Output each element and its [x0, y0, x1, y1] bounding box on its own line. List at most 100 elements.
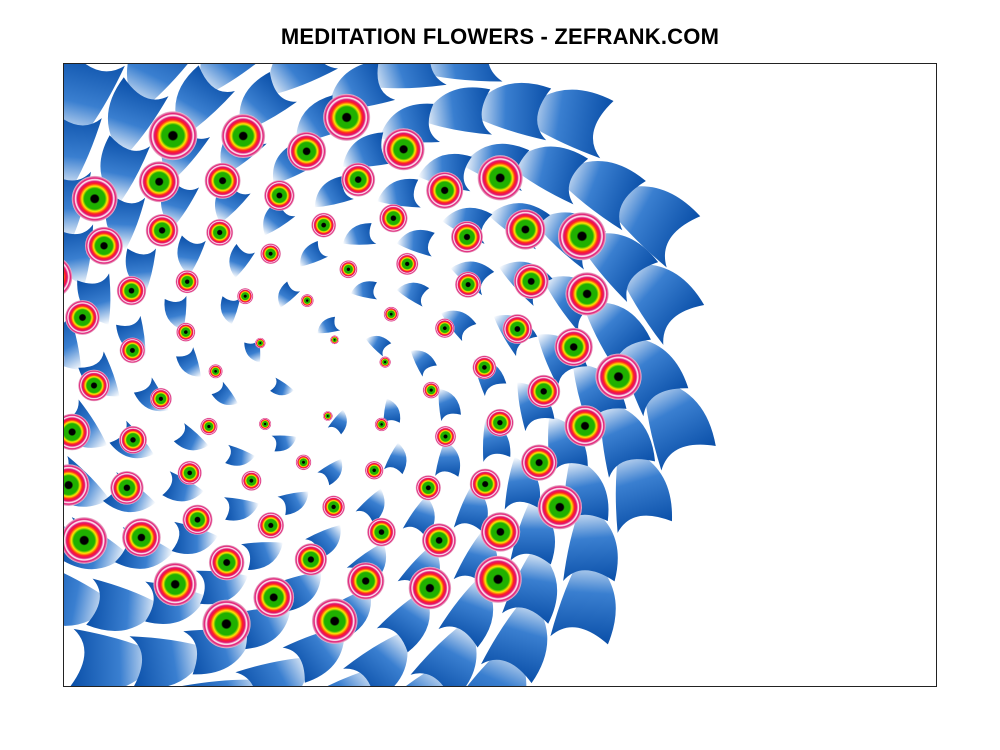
petal [268, 64, 339, 96]
bud-icon [182, 504, 213, 535]
petal [314, 176, 354, 208]
bud-icon [208, 544, 245, 581]
petal [377, 178, 421, 208]
bud-icon [153, 562, 197, 607]
petal [600, 186, 701, 268]
petal [643, 378, 716, 471]
art-canvas[interactable] [63, 63, 937, 687]
bud-icon [322, 495, 345, 519]
bud-icon [421, 523, 457, 558]
petal [582, 302, 651, 370]
petal [317, 316, 341, 334]
bud-icon [208, 364, 223, 379]
bud-icon [206, 219, 234, 246]
petal [410, 350, 437, 377]
bud-icon [148, 111, 198, 161]
petal [127, 64, 200, 113]
petal [277, 491, 309, 516]
petal [342, 132, 393, 168]
bud-icon [374, 417, 389, 432]
petal [371, 662, 450, 686]
petal [300, 240, 328, 267]
petal [64, 108, 102, 194]
bud-icon [408, 566, 452, 610]
bud-icon [253, 577, 295, 618]
spiral-petals [64, 64, 716, 686]
bud-icon [341, 162, 376, 197]
petal [278, 281, 301, 308]
petal [263, 200, 296, 236]
bud-icon [204, 162, 241, 199]
petal [600, 401, 656, 478]
flower-artwork[interactable] [64, 64, 937, 687]
petal [162, 471, 204, 502]
petal [410, 620, 477, 686]
bud-icon [502, 314, 533, 344]
petal [384, 442, 407, 475]
petal [502, 546, 558, 624]
bud-icon [71, 175, 118, 222]
bud-icon [382, 128, 425, 171]
petal [414, 64, 503, 82]
bud-icon [379, 204, 408, 233]
buds [64, 93, 642, 649]
petal [164, 296, 187, 331]
petal [342, 223, 377, 245]
petal [305, 525, 341, 559]
petal [64, 562, 114, 626]
bud-icon [451, 221, 483, 253]
petal [271, 435, 297, 452]
petal [508, 146, 589, 205]
bud-icon [237, 288, 254, 305]
bud-icon [241, 470, 262, 491]
bud-icon [472, 355, 497, 380]
bud-icon [64, 517, 108, 564]
bud-icon [367, 517, 396, 547]
petal [355, 488, 385, 524]
petal [86, 578, 161, 631]
bud-icon [202, 599, 251, 649]
petal [468, 82, 552, 141]
petal [550, 551, 616, 645]
bud-icon [150, 387, 172, 410]
bud-icon [477, 155, 523, 201]
bud-icon [200, 417, 218, 436]
petal [229, 244, 255, 278]
petal [317, 458, 343, 486]
bud-icon [64, 259, 73, 295]
bud-icon [554, 327, 593, 367]
bud-icon [415, 475, 441, 501]
petal [171, 521, 218, 554]
petal [376, 589, 430, 653]
petal [435, 440, 461, 477]
petal [615, 445, 672, 533]
bud-icon [295, 454, 312, 471]
petal [211, 381, 238, 406]
bud-icon [311, 598, 358, 644]
petal [548, 416, 588, 476]
petal [200, 64, 272, 96]
petal [177, 235, 206, 276]
bud-icon [379, 356, 391, 368]
bud-icon [564, 405, 606, 447]
bud-icon [323, 93, 371, 141]
petal [383, 398, 401, 425]
bud-icon [177, 460, 202, 485]
bud-icon [474, 555, 522, 603]
bud-icon [322, 411, 333, 421]
bud-icon [339, 260, 358, 279]
bud-icon [145, 214, 179, 247]
petal [422, 87, 492, 135]
bud-icon [119, 425, 147, 454]
bud-icon [520, 444, 558, 481]
petal [438, 388, 461, 422]
petal [368, 64, 447, 89]
bud-icon [122, 518, 161, 557]
bud-icon [138, 161, 180, 203]
petal [327, 409, 347, 435]
bud-icon [434, 425, 457, 448]
bud-icon [486, 408, 514, 437]
bud-icon [595, 353, 642, 400]
petal [402, 495, 435, 539]
petal [224, 497, 259, 521]
